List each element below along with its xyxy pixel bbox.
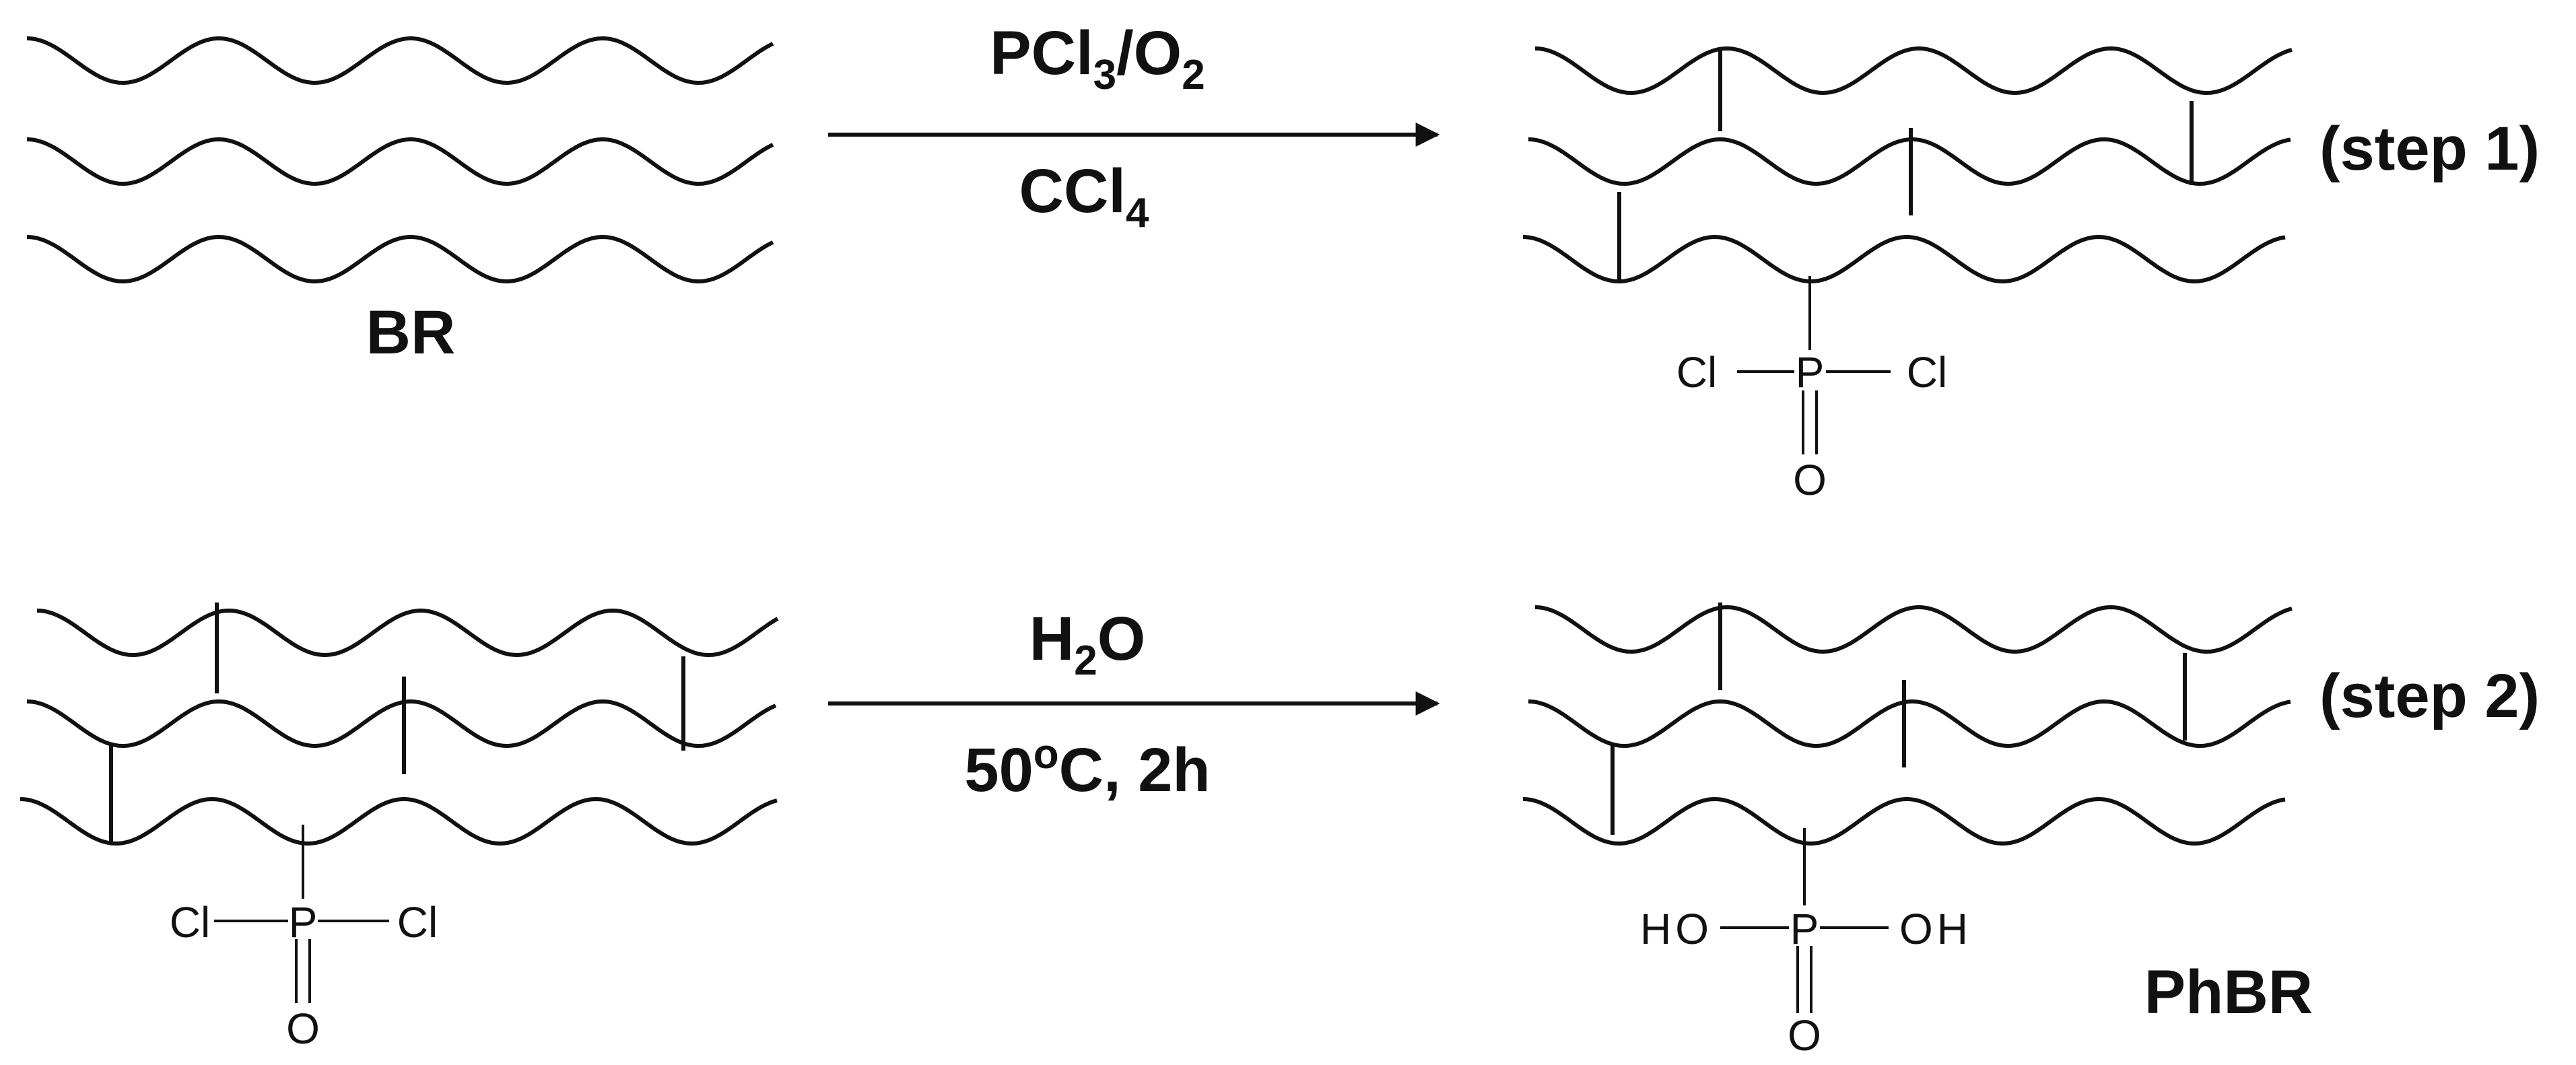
step1-pocl2-group: Cl P Cl O [1676, 276, 1947, 504]
atom-oh-right: OH [1899, 905, 1972, 953]
br-chain-2 [26, 137, 774, 186]
pcl-text: PCl [990, 19, 1093, 88]
step2-start-chains [20, 608, 779, 846]
br-polymer-chains [26, 36, 774, 284]
step2-reagent-top: H2O [1029, 605, 1146, 684]
pcl-subscript: 3 [1093, 52, 1116, 98]
atom-p: P [289, 898, 318, 947]
ccl-text: CCl [1019, 157, 1126, 226]
step2-start-chain-3 [20, 796, 778, 846]
o2-subscript: 2 [1182, 52, 1205, 98]
o-text: O [1097, 605, 1146, 673]
step2-start-chain-2 [26, 699, 777, 749]
temp-rest: C, 2h [1059, 736, 1211, 804]
step2-reagent-bottom: 50oC, 2h [964, 731, 1210, 804]
atom-cl-left: Cl [1676, 348, 1717, 397]
o2-text: /O [1116, 19, 1182, 88]
phbr-label: PhBR [2144, 958, 2313, 1027]
h2-subscript: 2 [1074, 638, 1097, 684]
atom-p: P [1796, 348, 1825, 397]
atom-cl-right: Cl [1907, 348, 1947, 397]
step2-product-chains [1522, 605, 2293, 846]
step2-product-chain-3 [1522, 796, 2286, 846]
step1-reagent-bottom: CCl4 [1019, 157, 1149, 236]
step1-crosslinks [1617, 47, 2194, 279]
phbr-phosphonic-group: HO P OH O [1640, 828, 1972, 1060]
degree-superscript: o [1033, 731, 1059, 778]
step2-pocl2-group: Cl P Cl O [170, 825, 438, 1053]
step2-product-chain-2 [1528, 699, 2291, 749]
step2-start-crosslinks [109, 603, 685, 841]
br-label: BR [366, 298, 456, 367]
step1-reagent-top: PCl3/O2 [990, 19, 1205, 98]
step1-product-chains [1522, 46, 2293, 284]
atom-o: O [1793, 456, 1827, 504]
temp-number: 50 [964, 736, 1033, 804]
step1-label: (step 1) [2319, 114, 2540, 183]
ccl-subscript: 4 [1126, 190, 1149, 236]
step2-label: (step 2) [2319, 662, 2540, 730]
br-chain-3 [26, 234, 774, 284]
step2-product-chain-1 [1534, 605, 2293, 654]
atom-o: O [286, 1004, 320, 1053]
h-text: H [1029, 605, 1074, 673]
atom-p: P [1790, 905, 1819, 953]
step1-product-chain-3 [1522, 234, 2286, 284]
atom-oh-left: HO [1640, 905, 1713, 953]
br-chain-1 [26, 36, 774, 85]
atom-cl-right: Cl [397, 898, 438, 947]
step2-product-crosslinks [1611, 603, 2187, 835]
step2-start-chain-1 [36, 608, 779, 658]
atom-cl-left: Cl [170, 898, 210, 947]
step1-product-chain-1 [1534, 46, 2293, 96]
atom-o: O [1788, 1011, 1821, 1060]
